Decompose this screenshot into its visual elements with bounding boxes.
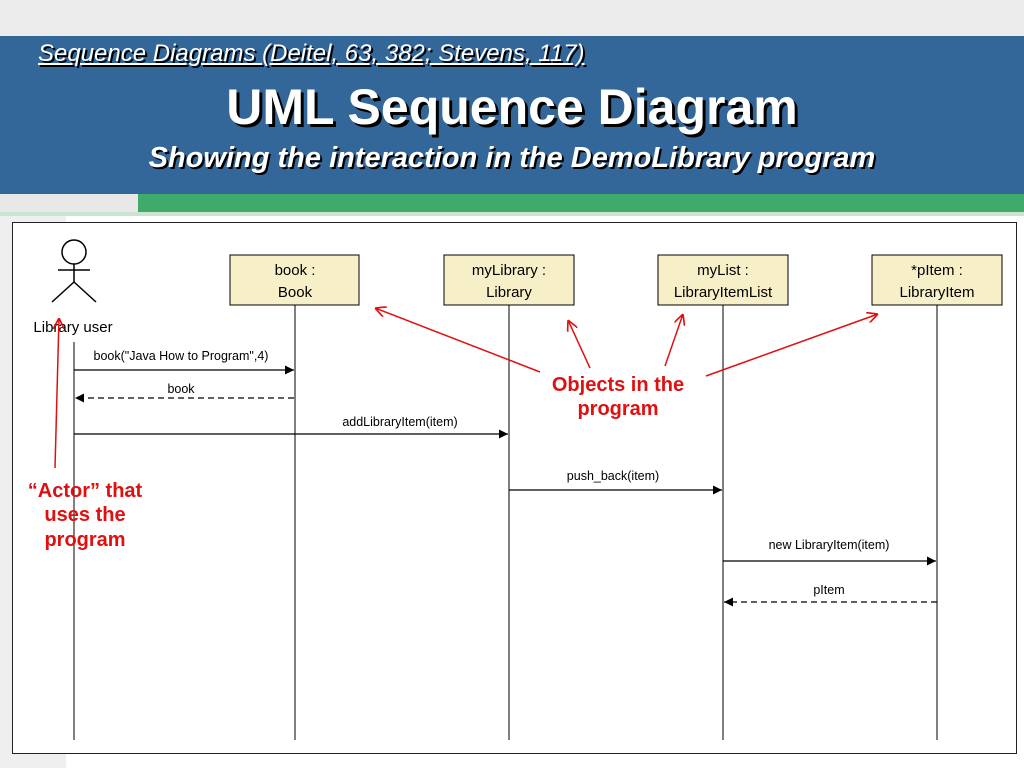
slide-header: Sequence Diagrams (Deitel, 63, 382; Stev… [0, 36, 1024, 194]
object-mylibrary-line2: Library [486, 284, 532, 301]
message-label: book [167, 382, 195, 396]
message-book-return: book [75, 382, 294, 403]
object-box-pitem: *pItem : LibraryItem [871, 254, 1003, 306]
slide-subtitle: Showing the interaction in the DemoLibra… [148, 142, 876, 174]
message-addlibraryitem: addLibraryItem(item) [74, 415, 508, 439]
message-label: book("Java How to Program",4) [94, 349, 269, 363]
diagram-frame [12, 222, 1017, 754]
object-box-book: book : Book [229, 254, 360, 306]
message-book-constructor: book("Java How to Program",4) [74, 349, 294, 375]
message-label: new LibraryItem(item) [769, 538, 890, 552]
annotation-objects-line2: program [577, 398, 658, 420]
annotation-actor: “Actor” that uses the program [28, 318, 143, 551]
slide-title: UML Sequence Diagram [226, 79, 798, 135]
decor-gray-block [0, 194, 138, 214]
object-book-line2: Book [278, 284, 313, 301]
message-pitem-return: pItem [724, 583, 937, 607]
annotation-objects-line1: Objects in the [552, 374, 684, 396]
annotation-actor-line2: uses the [44, 504, 125, 526]
object-pitem-line1: *pItem : [911, 262, 963, 279]
object-mylist-line1: myList : [697, 262, 749, 279]
stick-figure-icon [51, 239, 97, 303]
decor-green-line [0, 212, 1024, 216]
object-book-line1: book : [275, 262, 316, 279]
message-label: addLibraryItem(item) [342, 415, 457, 429]
annotation-actor-line1: “Actor” that [28, 480, 143, 502]
object-box-mylist: myList : LibraryItemList [657, 254, 789, 306]
decor-green-bar [138, 194, 1024, 212]
slide-subheading: Sequence Diagrams (Deitel, 63, 382; Stev… [38, 40, 585, 67]
object-mylibrary-line1: myLibrary : [472, 262, 546, 279]
message-push-back: push_back(item) [509, 469, 722, 495]
annotation-objects: Objects in the program [375, 308, 878, 420]
object-box-mylibrary: myLibrary : Library [443, 254, 575, 306]
actor-label: Library user [33, 319, 112, 336]
top-strip [0, 0, 1024, 36]
message-new-libraryitem: new LibraryItem(item) [723, 538, 936, 566]
message-label: push_back(item) [567, 469, 659, 483]
message-label: pItem [813, 583, 844, 597]
object-mylist-line2: LibraryItemList [674, 284, 773, 301]
annotation-actor-line3: program [44, 529, 125, 551]
object-pitem-line2: LibraryItem [899, 284, 974, 301]
